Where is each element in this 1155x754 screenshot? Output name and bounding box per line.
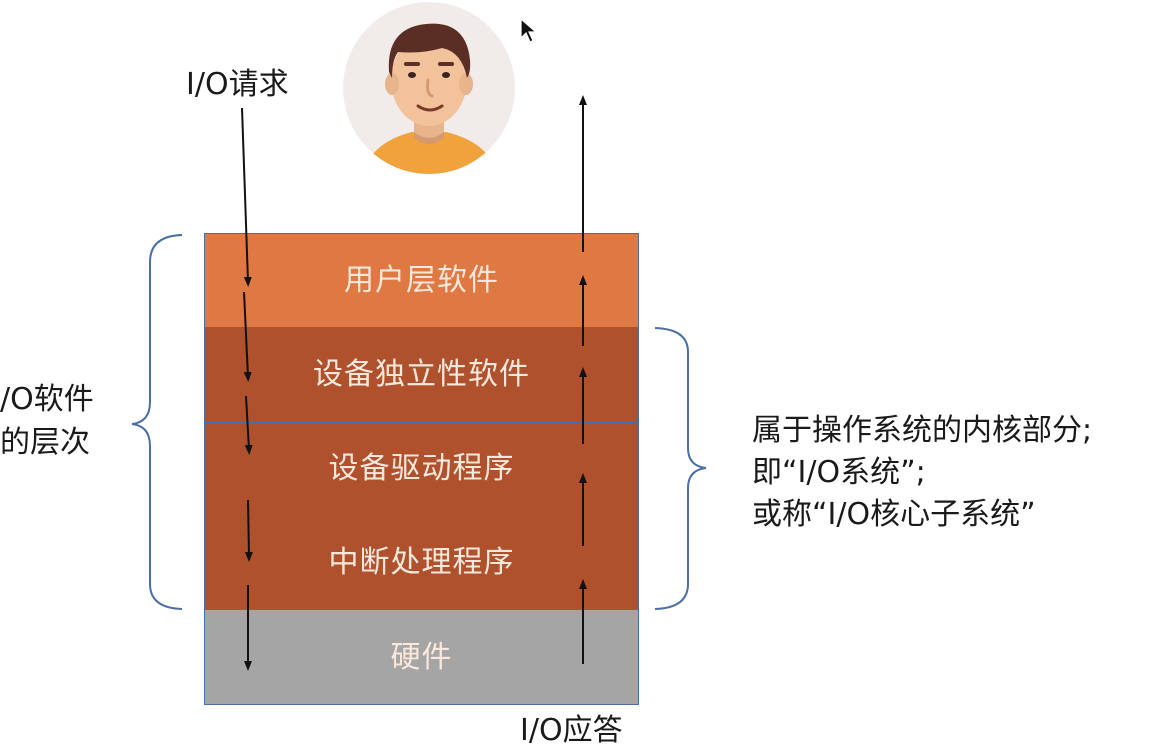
io-response-label: I/O应答 [520, 713, 623, 748]
io-layer-stack: 用户层软件 设备独立性软件 设备驱动程序 中断处理程序 硬件 [204, 233, 639, 705]
io-request-label: I/O请求 [186, 67, 289, 102]
user-avatar-icon [342, 2, 517, 174]
layer-device-driver: 设备驱动程序 [205, 422, 638, 516]
layer-user-software: 用户层软件 [205, 234, 638, 327]
layer-interrupt-handler: 中断处理程序 [205, 516, 638, 610]
kernel-note: 属于操作系统的内核部分; 即“I/O系统”; 或称“I/O核心子系统” [752, 410, 1092, 536]
mouse-cursor-icon [520, 17, 538, 44]
layer-device-independent-software: 设备独立性软件 [205, 327, 638, 422]
kernel-note-line2: 即“I/O系统”; [752, 455, 926, 490]
kernel-note-line3: 或称“I/O核心子系统” [752, 497, 1036, 532]
left-brace [131, 234, 183, 610]
left-brace-label-line2: 的层次 [0, 425, 90, 460]
layer-hardware: 硬件 [205, 610, 638, 704]
request-arrows [241, 107, 253, 671]
layer-divider [205, 422, 638, 423]
right-brace [654, 327, 707, 610]
kernel-note-line1: 属于操作系统的内核部分; [752, 413, 1093, 448]
left-brace-label-line1: /O软件 [0, 382, 94, 417]
